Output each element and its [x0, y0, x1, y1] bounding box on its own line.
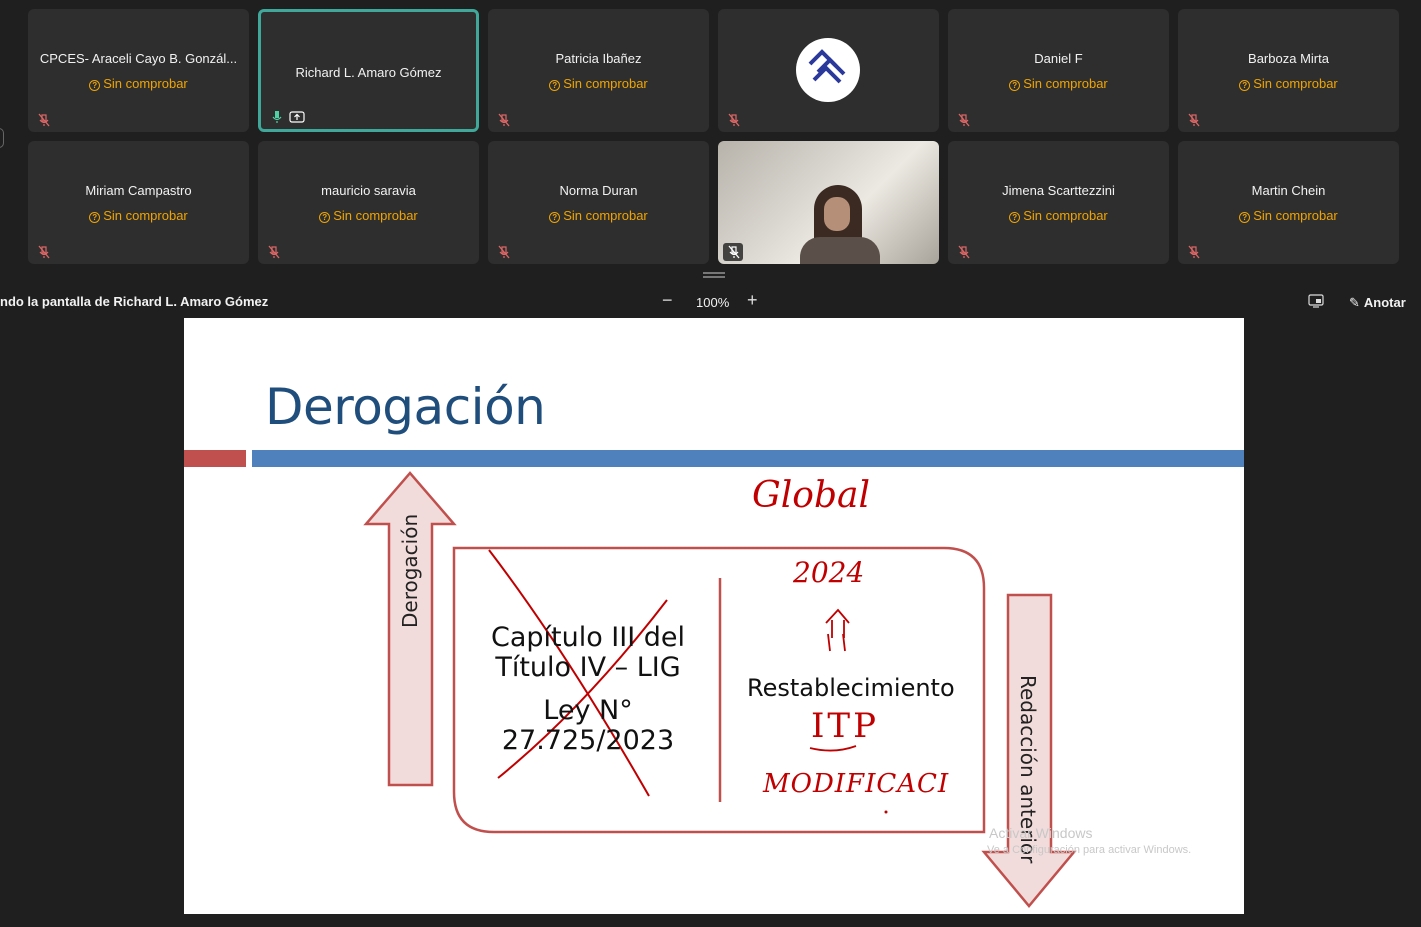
ink-itp: ITP: [811, 706, 879, 746]
question-icon: ?: [1009, 212, 1021, 223]
mic-muted-icon: [728, 245, 740, 259]
participant-tile-video[interactable]: [718, 141, 939, 264]
ink-up-arrow: [825, 608, 850, 652]
question-icon: ?: [89, 212, 101, 223]
restablecimiento-text: Restablecimiento: [747, 674, 955, 702]
ink-cross: [488, 549, 668, 797]
share-title: ndo la pantalla de Richard L. Amaro Góme…: [0, 294, 269, 309]
participant-tile[interactable]: CPCES- Araceli Cayo B. Gonzál... ?Sin co…: [28, 9, 249, 132]
question-icon: ?: [549, 212, 561, 223]
participant-name: Patricia Ibañez: [555, 51, 642, 66]
participant-name: Daniel F: [1034, 51, 1083, 66]
question-icon: ?: [1239, 80, 1251, 91]
participant-tile[interactable]: Barboza Mirta ?Sin comprobar: [1178, 9, 1399, 132]
participant-name: Martin Chein: [1251, 183, 1326, 198]
verification-status: ?Sin comprobar: [948, 208, 1169, 223]
resize-grip[interactable]: [703, 272, 725, 278]
verification-status: ?Sin comprobar: [488, 76, 709, 91]
verification-status: ?Sin comprobar: [28, 208, 249, 223]
organization-logo: [796, 38, 860, 102]
mic-muted-icon: [1188, 245, 1200, 259]
verification-status: ?Sin comprobar: [488, 208, 709, 223]
verification-status: ?Sin comprobar: [1178, 76, 1399, 91]
participant-name: Jimena Scarttezzini: [1002, 183, 1115, 198]
participant-tile[interactable]: mauricio saravia ?Sin comprobar: [258, 141, 479, 264]
down-arrow: [981, 593, 1077, 908]
pen-icon: ✎: [1349, 295, 1360, 310]
mic-muted-icon: [958, 245, 970, 259]
question-icon: ?: [549, 80, 561, 91]
zoom-level: 100%: [696, 295, 730, 310]
question-icon: ?: [89, 80, 101, 91]
ink-year: 2024: [793, 556, 865, 589]
participant-video: [718, 141, 939, 264]
participant-name: Norma Duran: [559, 183, 638, 198]
verification-status: ?Sin comprobar: [258, 208, 479, 223]
verification-status: ?Sin comprobar: [28, 76, 249, 91]
accent-bar-red: [184, 450, 246, 467]
participant-name: CPCES- Araceli Cayo B. Gonzál...: [39, 51, 238, 66]
up-arrow-label: Derogación: [398, 513, 422, 628]
participant-name: Barboza Mirta: [1248, 51, 1329, 66]
mic-muted-icon: [1188, 113, 1200, 127]
participant-name: Miriam Campastro: [85, 183, 192, 198]
question-icon: ?: [1239, 212, 1251, 223]
question-icon: ?: [319, 212, 331, 223]
collapse-handle[interactable]: [0, 128, 4, 148]
participant-tile[interactable]: Martin Chein ?Sin comprobar: [1178, 141, 1399, 264]
mic-muted-icon: [498, 245, 510, 259]
diagram-shapes: [363, 471, 1077, 908]
mic-muted-icon: [38, 113, 50, 127]
question-icon: ?: [1009, 80, 1021, 91]
content-box: [452, 546, 986, 834]
verification-status: ?Sin comprobar: [948, 76, 1169, 91]
annotate-button[interactable]: ✎Anotar: [1349, 295, 1406, 310]
shared-slide: Derogación Capítulo III del Título IV – …: [184, 318, 1244, 914]
mic-muted-icon: [958, 113, 970, 127]
participant-tile[interactable]: Norma Duran ?Sin comprobar: [488, 141, 709, 264]
accent-bar-blue: [252, 450, 1244, 467]
participant-tile[interactable]: Jimena Scarttezzini ?Sin comprobar: [948, 141, 1169, 264]
mic-muted-icon: [498, 113, 510, 127]
slide-title: Derogación: [265, 378, 546, 436]
screen-view-icon[interactable]: [1308, 294, 1324, 308]
verification-status: ?Sin comprobar: [1178, 208, 1399, 223]
share-toolbar: ndo la pantalla de Richard L. Amaro Góme…: [0, 286, 1421, 318]
ink-underline: [809, 745, 857, 752]
ink-modificaci: MODIFICACI: [763, 769, 950, 799]
participant-name: mauricio saravia: [321, 183, 416, 198]
participant-name: Richard L. Amaro Gómez: [295, 65, 442, 80]
participant-tile[interactable]: Daniel F ?Sin comprobar: [948, 9, 1169, 132]
up-arrow: [363, 471, 457, 787]
chapter-text: Capítulo III del Título IV – LIG Ley N° …: [490, 622, 686, 756]
zoom-in-button[interactable]: +: [747, 290, 758, 310]
ink-global: Global: [752, 475, 870, 516]
screen-share-icon: [289, 111, 305, 123]
participant-tile[interactable]: Miriam Campastro ?Sin comprobar: [28, 141, 249, 264]
zoom-out-button[interactable]: −: [662, 290, 673, 310]
mic-muted-icon: [728, 113, 740, 127]
participant-tile[interactable]: Patricia Ibañez ?Sin comprobar: [488, 9, 709, 132]
mic-muted-icon: [38, 245, 50, 259]
participant-tile-active[interactable]: Richard L. Amaro Gómez: [258, 9, 479, 132]
mic-active-icon: [272, 111, 282, 123]
windows-watermark: Activar Windows: [989, 825, 1093, 841]
participant-tile[interactable]: [718, 9, 939, 132]
windows-watermark-sub: Ve a Configuración para activar Windows.: [987, 844, 1192, 856]
mic-muted-icon: [268, 245, 280, 259]
